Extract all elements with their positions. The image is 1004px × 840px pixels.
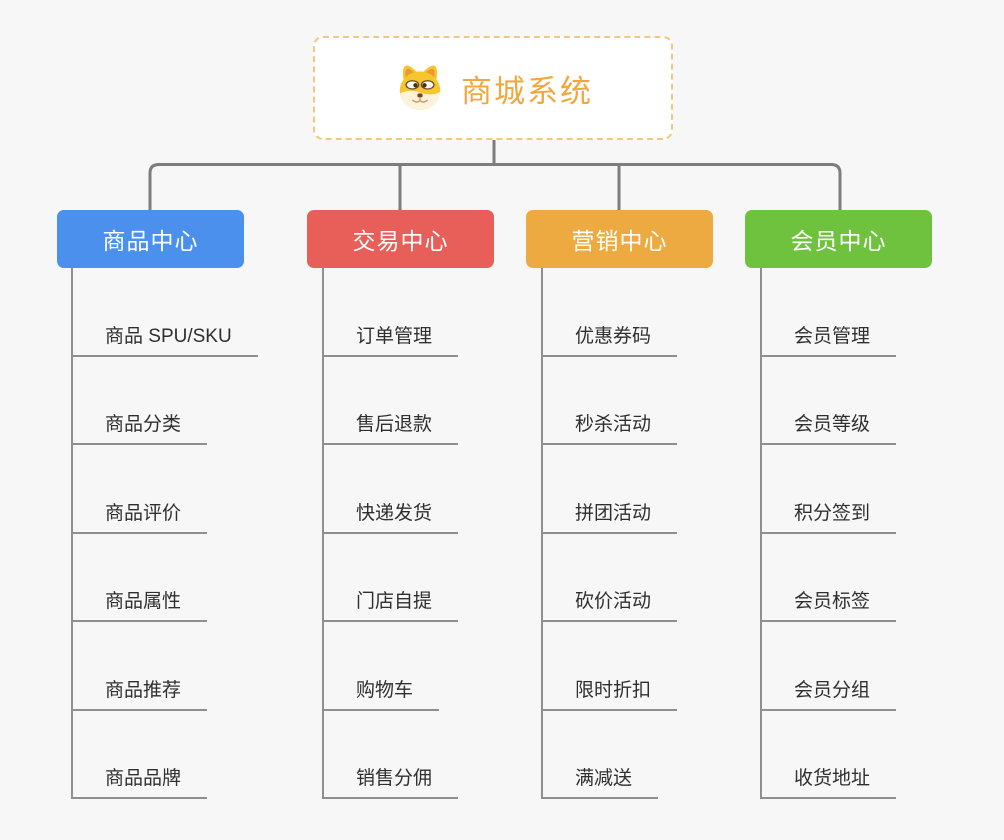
topic-item[interactable]: 满减送 [543,763,659,799]
branch-node-trade-center[interactable]: 交易中心 [307,210,494,268]
leaf-slot: 满减送 [543,711,677,799]
topic-item[interactable]: 门店自提 [324,586,459,622]
leaf-slot: 会员标签 [762,534,897,622]
leaf-slot: 拼团活动 [543,445,678,534]
leaf-slot: 订单管理 [324,268,459,357]
leaf-slot: 商品 SPU/SKU [73,268,258,357]
topic-item[interactable]: 订单管理 [324,321,459,357]
leaf-slot: 购物车 [324,622,458,711]
branch-node-product-center[interactable]: 商品中心 [57,210,244,268]
topic-item[interactable]: 秒杀活动 [543,409,678,445]
topic-item[interactable]: 商品评价 [73,498,208,534]
topic-item[interactable]: 限时折扣 [543,675,678,711]
topic-item[interactable]: 快递发货 [324,498,459,534]
topic-item[interactable]: 拼团活动 [543,498,678,534]
leaf-slot: 秒杀活动 [543,357,678,445]
topic-item[interactable]: 收货地址 [762,763,897,799]
topic-item[interactable]: 会员等级 [762,409,897,445]
leaf-slot: 商品推荐 [73,622,258,711]
leaf-slot: 砍价活动 [543,534,678,622]
leaf-slot: 售后退款 [324,357,459,445]
leaf-slot: 销售分佣 [324,711,459,799]
leaf-slot: 门店自提 [324,534,459,622]
root-node[interactable]: 商城系统 [313,36,673,140]
branch-label: 会员中心 [790,228,887,254]
bus-line [148,163,842,210]
branch-children-marketing-center: 优惠券码 秒杀活动 拼团活动 砍价活动 限时折扣 满减送 [541,268,678,799]
shiba-dog-icon [399,65,441,111]
topic-item[interactable]: 商品分类 [73,409,208,445]
topic-item[interactable]: 售后退款 [324,409,459,445]
leaf-slot: 积分签到 [762,445,897,534]
branch-node-member-center[interactable]: 会员中心 [745,210,932,268]
topic-item[interactable]: 商品推荐 [73,675,208,711]
leaf-slot: 收货地址 [762,711,897,799]
branch-node-marketing-center[interactable]: 营销中心 [526,210,713,268]
leaf-slot: 快递发货 [324,445,459,534]
branch-children-product-center: 商品 SPU/SKU 商品分类 商品评价 商品属性 商品推荐 商品品牌 [71,268,258,799]
root-title: 商城系统 [461,73,593,109]
branch-label: 交易中心 [352,228,449,254]
branch-children-member-center: 会员管理 会员等级 积分签到 会员标签 会员分组 收货地址 [760,268,897,799]
topic-item[interactable]: 砍价活动 [543,586,678,622]
topic-item[interactable]: 积分签到 [762,498,897,534]
leaf-slot: 商品评价 [73,445,258,534]
topic-item[interactable]: 商品品牌 [73,763,208,799]
topic-item[interactable]: 销售分佣 [324,763,459,799]
topic-item[interactable]: 商品属性 [73,586,208,622]
leaf-slot: 会员管理 [762,268,897,357]
leaf-slot: 优惠券码 [543,268,678,357]
topic-item[interactable]: 购物车 [324,675,440,711]
topic-item[interactable]: 会员标签 [762,586,897,622]
branch-children-trade-center: 订单管理 售后退款 快递发货 门店自提 购物车 销售分佣 [322,268,459,799]
branch-label: 营销中心 [571,228,668,254]
topic-item[interactable]: 优惠券码 [543,321,678,357]
topic-item[interactable]: 会员分组 [762,675,897,711]
leaf-slot: 限时折扣 [543,622,678,711]
leaf-slot: 商品属性 [73,534,258,622]
branch-label: 商品中心 [102,228,199,254]
leaf-slot: 商品分类 [73,357,258,445]
leaf-slot: 会员等级 [762,357,897,445]
leaf-slot: 商品品牌 [73,711,258,799]
topic-item[interactable]: 会员管理 [762,321,897,357]
topic-item[interactable]: 商品 SPU/SKU [73,321,258,357]
leaf-slot: 会员分组 [762,622,897,711]
